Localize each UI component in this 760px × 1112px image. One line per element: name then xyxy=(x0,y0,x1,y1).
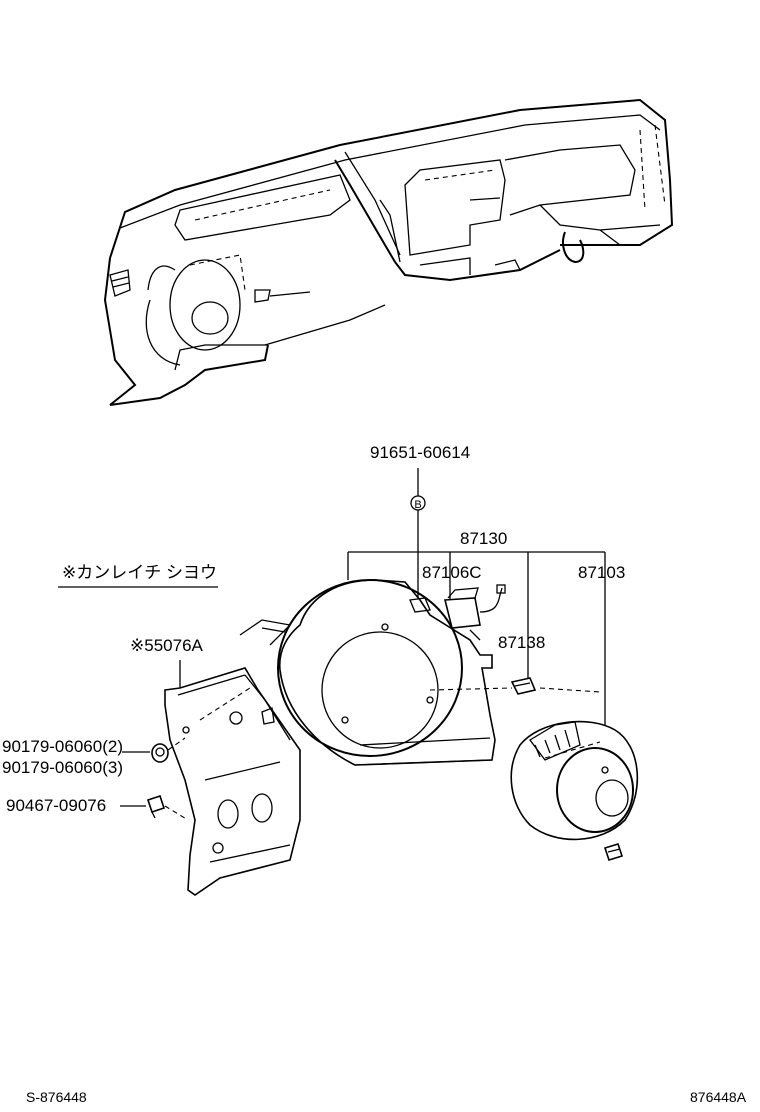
clip-90179-icon xyxy=(151,743,169,763)
part-label-90467-09076: 90467-09076 xyxy=(6,796,106,815)
footer-right-code: 876448A xyxy=(690,1089,747,1105)
part-label-87138: 87138 xyxy=(498,633,545,652)
footer-left-code: S-876448 xyxy=(26,1089,87,1105)
screw-90467-icon xyxy=(146,794,166,819)
blower-resistor-icon xyxy=(443,584,506,641)
svg-text:B: B xyxy=(414,499,421,511)
part-label-87130: 87130 xyxy=(460,529,507,548)
blower-motor xyxy=(510,720,639,841)
part-label-90179-06060-3: 90179-06060(3) xyxy=(2,758,123,777)
motor-screw-icon xyxy=(603,843,624,861)
blower-housing xyxy=(277,579,496,766)
part-label-55076a: ※55076A xyxy=(130,636,204,655)
part-label-91651-60614: 91651-60614 xyxy=(370,443,470,462)
part-label-90179-06060-2: 90179-06060(2) xyxy=(2,737,123,756)
part-label-87103: 87103 xyxy=(578,563,625,582)
part-label-87106c: 87106C xyxy=(422,563,482,582)
duct-cover-55076a xyxy=(164,667,301,896)
connector-87138-icon xyxy=(510,677,537,695)
note-cold-region-use: ※カンレイチ シヨウ xyxy=(62,563,217,582)
dashboard-illustration xyxy=(103,98,674,406)
